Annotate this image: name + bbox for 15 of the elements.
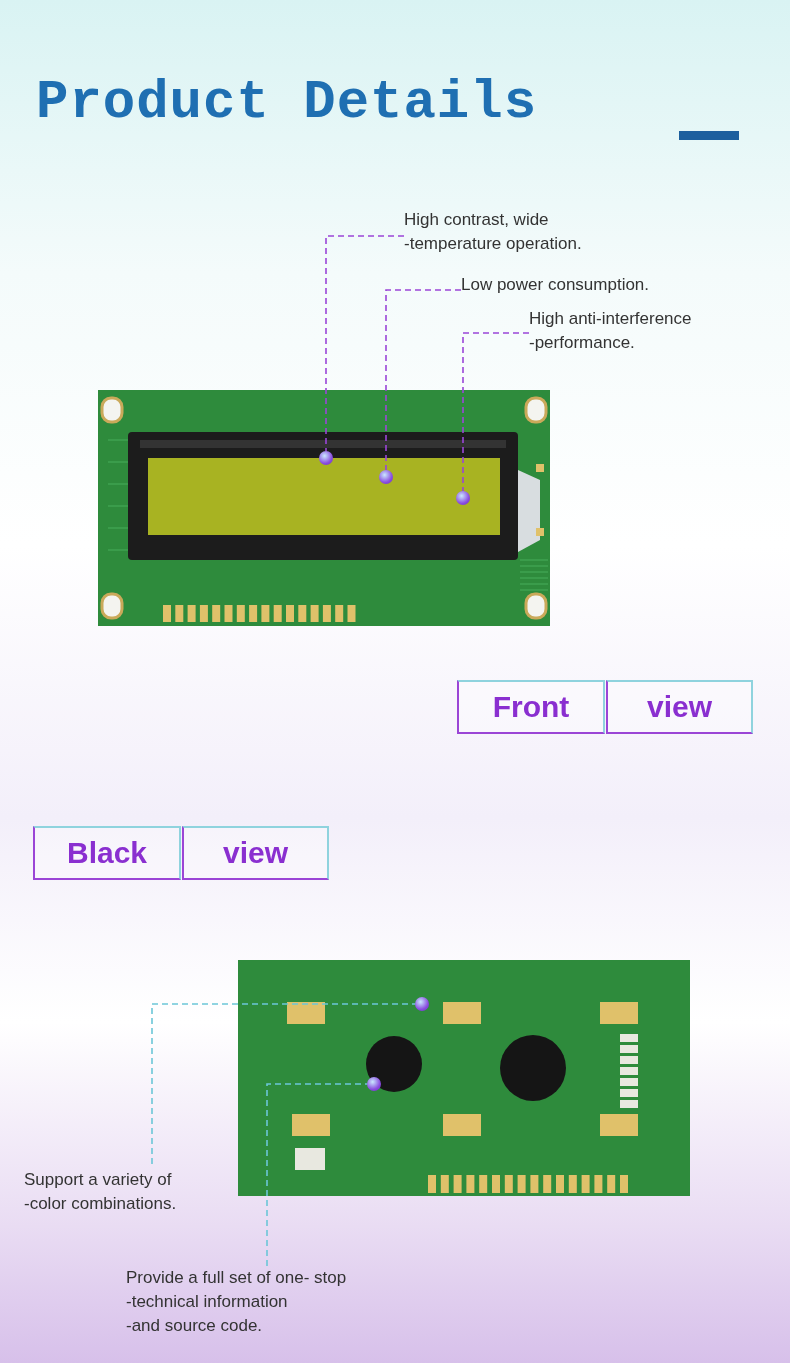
- leader-line: [325, 235, 405, 452]
- callout-text: Low power consumption.: [461, 273, 701, 299]
- view-label: Black: [33, 826, 181, 880]
- page-title: Product Details: [36, 72, 538, 133]
- leader-line: [385, 289, 462, 471]
- leader-line: [462, 332, 530, 492]
- view-label: Front: [457, 680, 605, 734]
- view-label: view: [182, 826, 329, 880]
- callout-text: High contrast, wide -temperature operation.: [404, 208, 644, 258]
- callout-text: Support a variety of -color combinations.: [24, 1168, 224, 1220]
- callout-text: Provide a full set of one- stop -technical information -and source code.: [126, 1266, 416, 1344]
- leader-line: [266, 1083, 368, 1267]
- view-label: view: [606, 680, 753, 734]
- leader-line: [151, 1003, 416, 1165]
- callout-text: High anti-interference -performance.: [529, 307, 749, 357]
